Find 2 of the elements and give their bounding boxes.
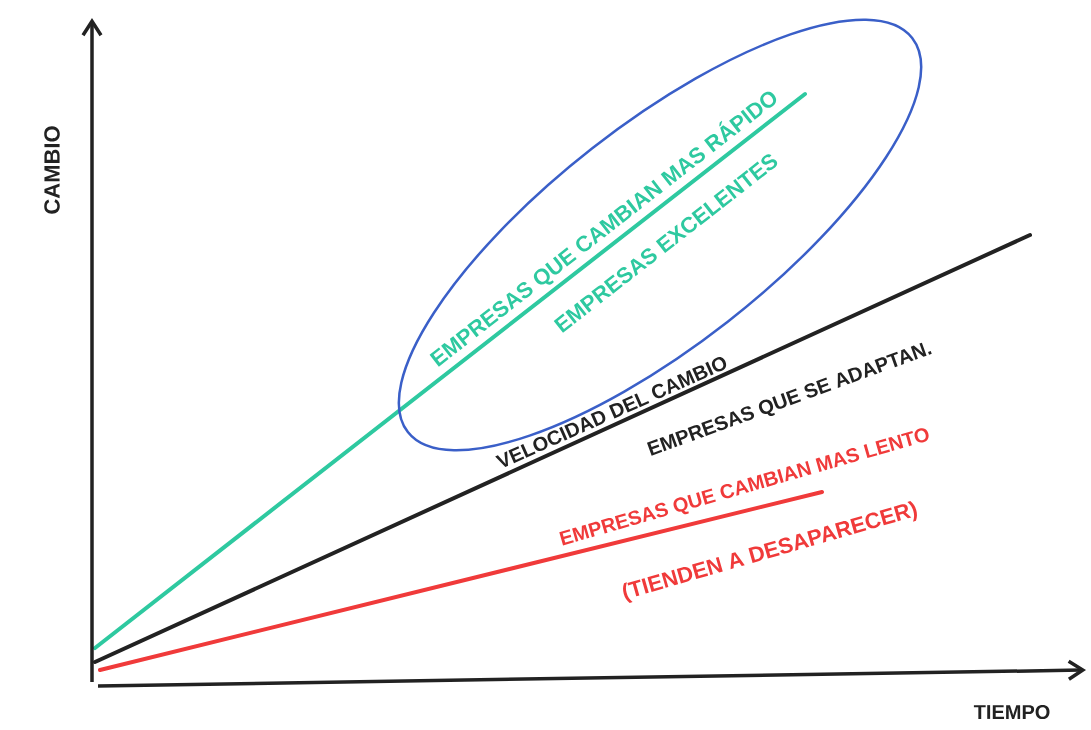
handwritten-label: CAMBIO (44, 126, 60, 214)
handwritten-label: TIEMPO (973, 704, 1050, 720)
